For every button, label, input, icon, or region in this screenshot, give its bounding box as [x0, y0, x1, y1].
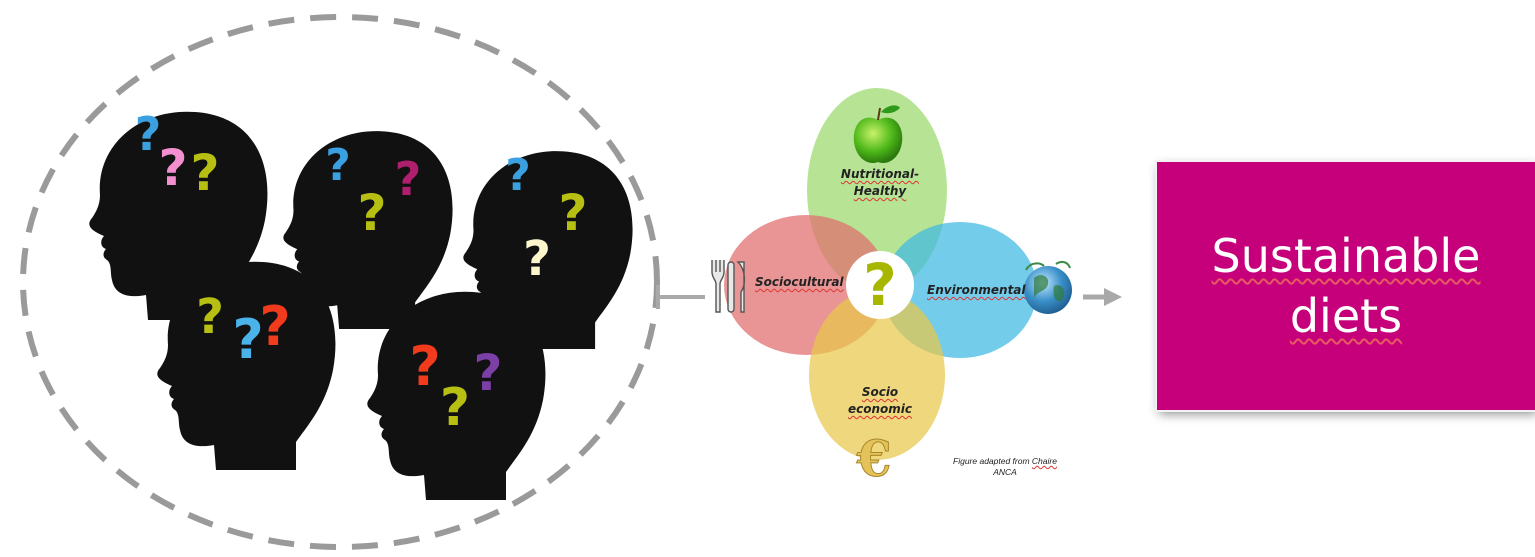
label-nutritional-healthy: Nutritional- Healthy	[840, 167, 920, 198]
group-dashed-circle	[20, 14, 660, 550]
question-mark-icon: ?	[523, 231, 551, 287]
head-silhouette: ???	[157, 261, 336, 470]
heads-group: ???????????????	[89, 107, 633, 500]
center-circle	[846, 251, 914, 319]
question-mark-icon: ?	[196, 289, 224, 345]
svg-text:€: €	[856, 429, 892, 488]
question-mark-icon: ?	[232, 308, 263, 371]
credit-prefix: Figure adapted from	[953, 456, 1032, 466]
result-arrow	[1083, 288, 1122, 306]
cutlery-icon	[711, 260, 746, 313]
figure-credit: Figure adapted from Chaire ANCA	[930, 456, 1080, 478]
question-mark-icon: ?	[325, 140, 351, 191]
label-environmental: Environmental	[927, 283, 1026, 297]
credit-chaire: Chaire	[1031, 456, 1057, 466]
question-mark-icon: ?	[440, 378, 470, 438]
question-mark-icon: ?	[409, 335, 440, 398]
sustainable-diets-label: Sustainable diets	[1211, 229, 1481, 343]
question-mark-icon: ?	[558, 184, 587, 242]
question-mark-icon: ?	[259, 295, 290, 358]
question-mark-icon: ?	[158, 139, 187, 197]
question-mark-icon: ?	[357, 184, 386, 242]
question-mark-icon: ?	[190, 144, 219, 202]
center-question-mark: ?	[863, 251, 897, 319]
head-silhouette: ???	[89, 107, 268, 320]
question-mark-icon: ?	[505, 150, 531, 201]
question-mark-icon: ?	[135, 107, 162, 161]
head-silhouette: ???	[283, 131, 453, 329]
label-sociocultural: Sociocultural	[755, 275, 844, 289]
question-mark-icon: ?	[395, 152, 422, 206]
question-mark-icon: ?	[473, 344, 502, 402]
credit-anca: ANCA	[993, 467, 1017, 477]
petal-socioeconomic	[809, 290, 945, 460]
globe-icon	[1024, 260, 1072, 314]
head-silhouette: ???	[367, 291, 546, 500]
label-socio-economic: Socio economic	[847, 385, 912, 416]
head-silhouette: ???	[463, 150, 633, 349]
sustainable-diets-box: Sustainable diets	[1157, 162, 1535, 410]
apple-icon	[853, 105, 903, 164]
euro-icon: €	[855, 429, 892, 489]
